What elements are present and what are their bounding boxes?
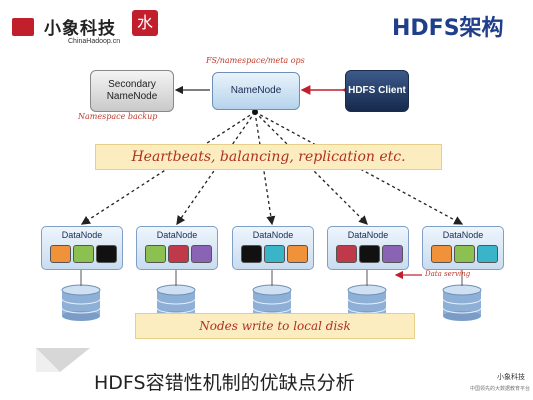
- fs-meta-ops-note: FS/namespace/meta ops: [206, 56, 305, 65]
- watermark-brand: 小象科技: [497, 373, 525, 381]
- datanode-4: DataNode: [327, 226, 409, 270]
- block-green: [454, 245, 475, 263]
- block-black: [96, 245, 117, 263]
- data-serving-note: Data serving: [425, 270, 471, 278]
- page-caption: HDFS容错性机制的优缺点分析: [94, 372, 355, 394]
- secondary-namenode-box: Secondary NameNode: [90, 70, 174, 112]
- namenode-box: NameNode: [212, 72, 300, 110]
- block-purple: [191, 245, 212, 263]
- block-orange: [50, 245, 71, 263]
- hdfs-client-box: HDFS Client: [345, 70, 409, 112]
- local-disk-banner: Nodes write to local disk: [135, 313, 415, 339]
- block-orange: [431, 245, 452, 263]
- block-green: [73, 245, 94, 263]
- logo-chinese-name: 小象科技: [44, 19, 116, 39]
- datanode-1: DataNode: [41, 226, 123, 270]
- block-green: [145, 245, 166, 263]
- heartbeats-banner: Heartbeats, balancing, replication etc.: [95, 144, 442, 170]
- datanode-label: DataNode: [442, 230, 484, 240]
- logo-emblem-icon: [12, 18, 34, 36]
- page-curl-decoration: [36, 348, 90, 372]
- datanode-label: DataNode: [156, 230, 198, 240]
- block-orange: [287, 245, 308, 263]
- block-teal: [477, 245, 498, 263]
- datanode-label: DataNode: [61, 230, 103, 240]
- disk-cylinders: [61, 284, 482, 321]
- watermark-tagline: 中国领先的大数据教育平台: [470, 386, 531, 392]
- elephant-logo-icon: 水: [132, 10, 158, 36]
- block-red: [168, 245, 189, 263]
- datanode-label: DataNode: [252, 230, 294, 240]
- block-purple: [382, 245, 403, 263]
- logo-domain: ChinaHadoop.cn: [68, 38, 121, 45]
- namespace-backup-note: Namespace backup: [78, 112, 158, 121]
- datanode-5: DataNode: [422, 226, 504, 270]
- datanode-2: DataNode: [136, 226, 218, 270]
- block-teal: [264, 245, 285, 263]
- brand-logo: 小象科技 ChinaHadoop.cn 水: [8, 4, 168, 50]
- block-black: [241, 245, 262, 263]
- datanode-3: DataNode: [232, 226, 314, 270]
- datanode-label: DataNode: [347, 230, 389, 240]
- block-black: [359, 245, 380, 263]
- diagram-title: HDFS架构: [392, 16, 504, 41]
- block-red: [336, 245, 357, 263]
